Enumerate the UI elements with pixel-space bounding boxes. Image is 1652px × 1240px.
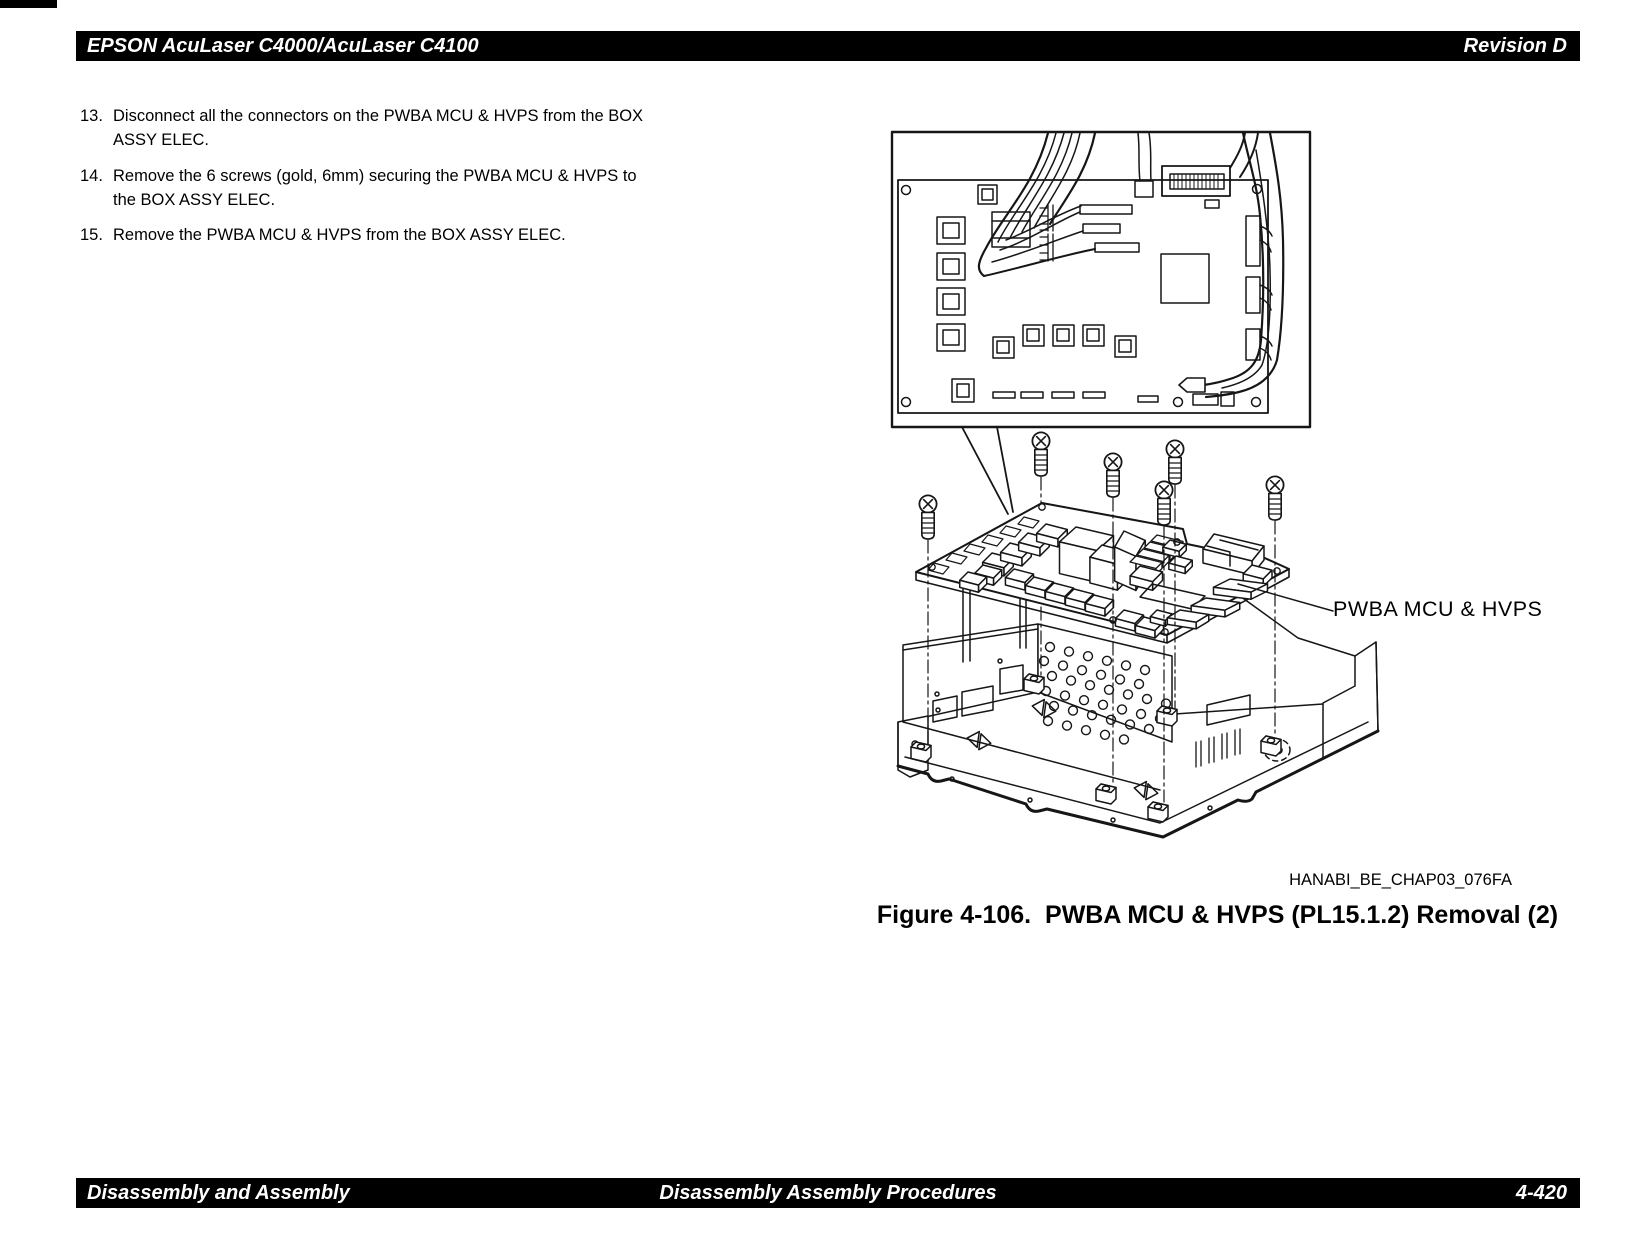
edge-pads — [927, 516, 1040, 575]
box-bottom-edge — [896, 729, 1380, 839]
step-line: ASSY ELEC. — [113, 131, 209, 150]
step-14: 14. Remove the 6 screws (gold, 6mm) secu… — [80, 164, 780, 213]
screw-center-lines — [927, 476, 1276, 803]
detail-inset — [890, 130, 1312, 515]
page-edge-mark — [0, 0, 57, 8]
step-text: Remove the PWBA MCU & HVPS from the BOX … — [113, 223, 566, 247]
bottom-pads — [992, 391, 1235, 407]
page-footer-bar: Disassembly and Assembly Disassembly Ass… — [76, 1178, 1580, 1208]
zif-connector — [1161, 165, 1231, 209]
vent-slots — [1195, 728, 1241, 768]
step-line: Remove the 6 screws (gold, 6mm) securing… — [113, 166, 637, 185]
pwba-board — [915, 502, 1290, 644]
wire-bundle-left — [977, 131, 1097, 278]
step-number: 15. — [80, 226, 103, 245]
step-number: 13. — [80, 107, 103, 125]
step-line: Disconnect all the connectors on the PWB… — [113, 107, 644, 125]
step-13: 13. Disconnect all the connectors on the… — [80, 104, 780, 153]
header-title: EPSON AcuLaser C4000/AcuLaser C4100 — [87, 34, 479, 57]
footer-section: Disassembly and Assembly — [87, 1181, 350, 1204]
header-revision: Revision D — [1463, 34, 1567, 57]
step-text: Disconnect all the connectors on the PWB… — [113, 104, 643, 153]
step-line: the BOX ASSY ELEC. — [113, 190, 276, 209]
label-leader-line — [1237, 583, 1334, 612]
box-assy-elec — [896, 571, 1380, 839]
wire-bundle-right — [1178, 131, 1285, 399]
vent-holes — [1038, 641, 1172, 745]
step-line: Remove the PWBA MCU & HVPS from the BOX … — [113, 226, 566, 245]
left-connectors — [936, 216, 975, 403]
step-15: 15. Remove the PWBA MCU & HVPS from the … — [80, 223, 780, 247]
board-screw-holes — [928, 503, 1281, 636]
footer-chapter: Disassembly Assembly Procedures — [659, 1181, 997, 1204]
page-header-bar: EPSON AcuLaser C4000/AcuLaser C4100 Revi… — [76, 31, 1580, 61]
step-text: Remove the 6 screws (gold, 6mm) securing… — [113, 164, 637, 213]
figure-image-code: HANABI_BE_CHAP03_076FA — [1289, 871, 1512, 889]
figure-caption: Figure 4-106. PWBA MCU & HVPS (PL15.1.2)… — [876, 901, 1559, 929]
footer-page-number: 4-420 — [1515, 1181, 1567, 1204]
mid-connectors — [992, 324, 1137, 359]
step-number: 14. — [80, 166, 103, 185]
procedure-steps: 13. Disconnect all the connectors on the… — [80, 104, 780, 258]
part-label: PWBA MCU & HVPS — [1333, 597, 1543, 621]
